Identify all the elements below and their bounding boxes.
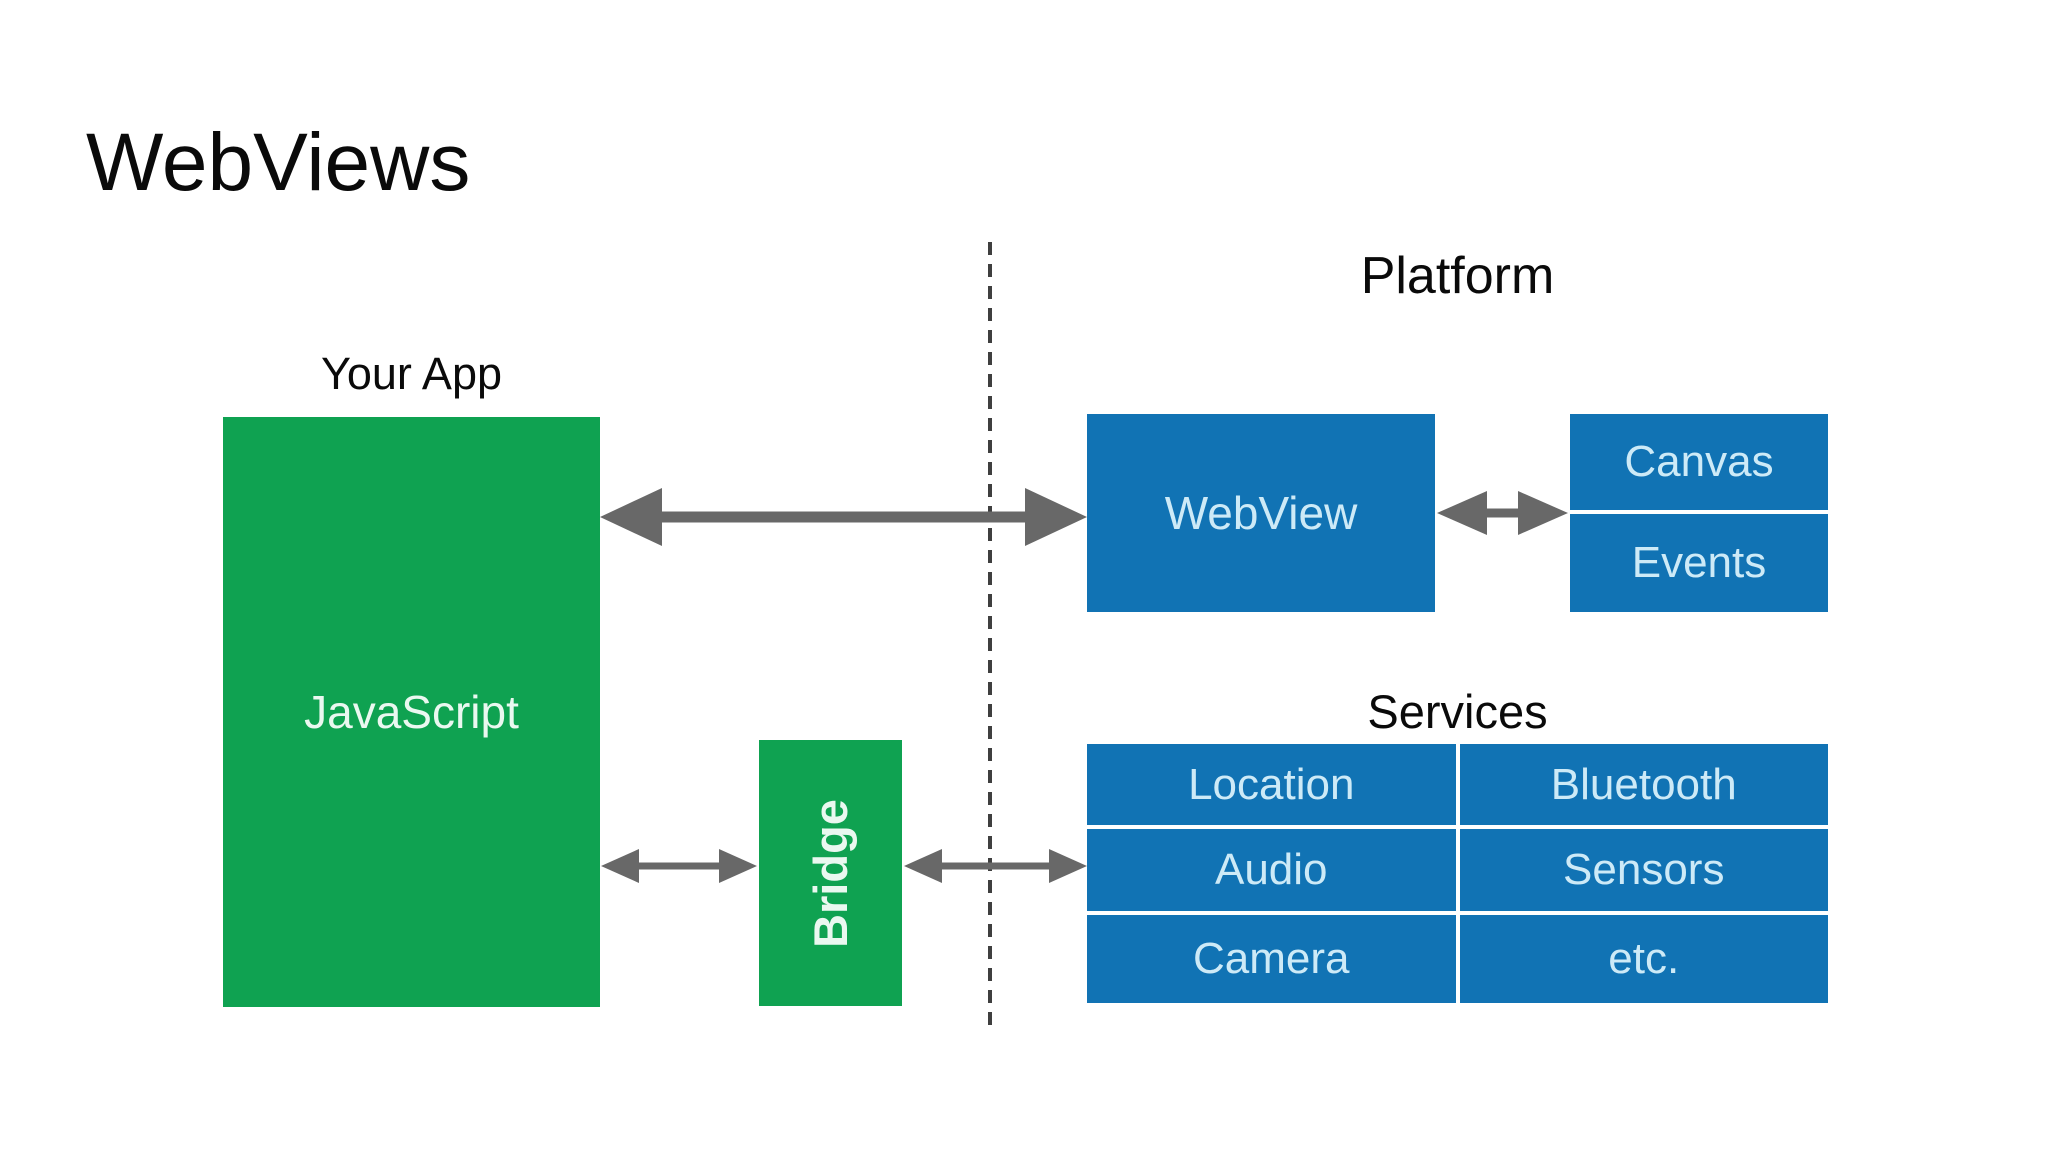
javascript-bridge-bidirectional-arrow xyxy=(601,849,757,883)
service-cell-bluetooth: Bluetooth xyxy=(1459,744,1828,825)
service-cell-label: etc. xyxy=(1608,934,1680,983)
service-cell-sensors: Sensors xyxy=(1459,829,1828,911)
service-cell-label: Sensors xyxy=(1563,845,1725,894)
webview-box: WebView xyxy=(1087,414,1435,612)
arrowhead-left-icon xyxy=(601,849,639,883)
service-cell-camera: Camera xyxy=(1087,915,1456,1003)
arrowhead-right-icon xyxy=(1049,849,1087,883)
canvas-box: Canvas xyxy=(1570,414,1828,510)
events-box: Events xyxy=(1570,514,1828,612)
service-cell-etc: etc. xyxy=(1459,915,1828,1003)
service-cell-label: Location xyxy=(1188,759,1355,809)
service-cell-label: Camera xyxy=(1193,934,1350,983)
arrow-shaft xyxy=(633,862,725,870)
services-table: Location Bluetooth Audio Sensors Camera … xyxy=(1087,744,1828,1003)
page-title: WebViews xyxy=(86,117,471,208)
webview-canvas-bidirectional-arrow xyxy=(1437,489,1568,537)
bridge-box-label: Bridge xyxy=(804,798,858,948)
arrowhead-right-icon xyxy=(719,849,757,883)
bridge-box: Bridge xyxy=(759,740,902,1006)
platform-boundary-dashed-line xyxy=(988,242,992,1025)
arrow-shaft xyxy=(936,862,1055,870)
service-cell-audio: Audio xyxy=(1087,829,1456,911)
service-cell-label: Bluetooth xyxy=(1550,759,1737,809)
javascript-box: JavaScript xyxy=(223,417,600,1007)
arrowhead-left-icon xyxy=(904,849,942,883)
events-box-label: Events xyxy=(1631,538,1767,587)
your-app-label: Your App xyxy=(320,348,502,399)
canvas-box-label: Canvas xyxy=(1624,437,1774,486)
arrowhead-right-icon xyxy=(1025,488,1087,546)
services-label: Services xyxy=(1367,685,1548,738)
bridge-services-bidirectional-arrow xyxy=(904,849,1087,883)
canvas-events-stack: Canvas Events xyxy=(1570,414,1828,612)
arrowhead-left-icon xyxy=(600,488,662,546)
javascript-box-label: JavaScript xyxy=(304,686,519,738)
service-cell-location: Location xyxy=(1087,744,1456,825)
app-webview-bidirectional-arrow xyxy=(600,487,1087,547)
service-cell-label: Audio xyxy=(1214,845,1328,894)
arrowhead-right-icon xyxy=(1518,491,1568,535)
platform-label: Platform xyxy=(1360,247,1555,305)
arrow-shaft xyxy=(1477,508,1528,518)
arrow-shaft xyxy=(654,511,1033,523)
webview-box-label: WebView xyxy=(1164,487,1358,539)
